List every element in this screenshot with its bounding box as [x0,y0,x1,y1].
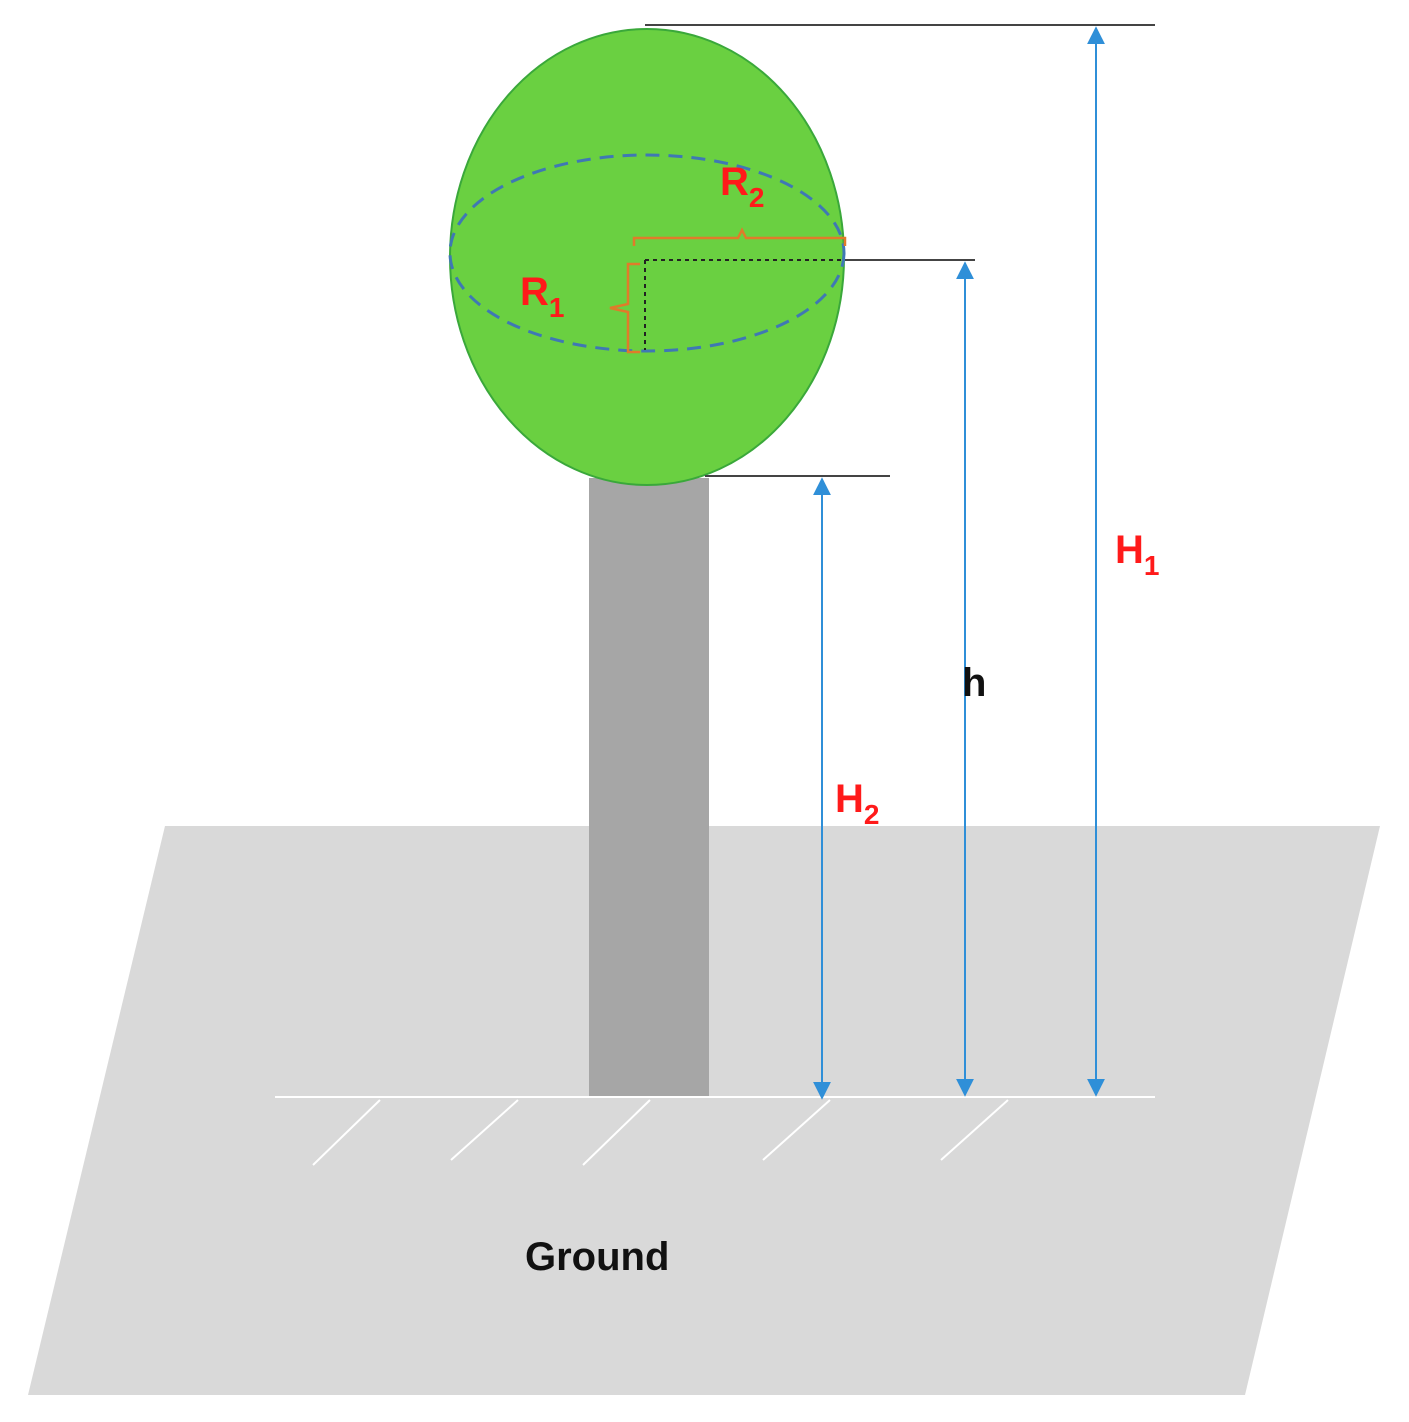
r1-bracket [609,262,640,354]
label-r2: R2 [720,160,764,213]
ground-plane [28,826,1380,1395]
ground-hatching [312,1099,1009,1166]
label-ground: Ground [525,1235,669,1279]
tree-crown [449,28,845,486]
label-h: h [962,661,986,705]
r2-bracket [632,227,847,246]
tree-trunk [589,478,709,1096]
label-h2: H2 [835,777,879,830]
label-r1: R1 [520,270,564,323]
label-h1: H1 [1115,528,1159,581]
crown-equator-dashed [448,153,846,353]
